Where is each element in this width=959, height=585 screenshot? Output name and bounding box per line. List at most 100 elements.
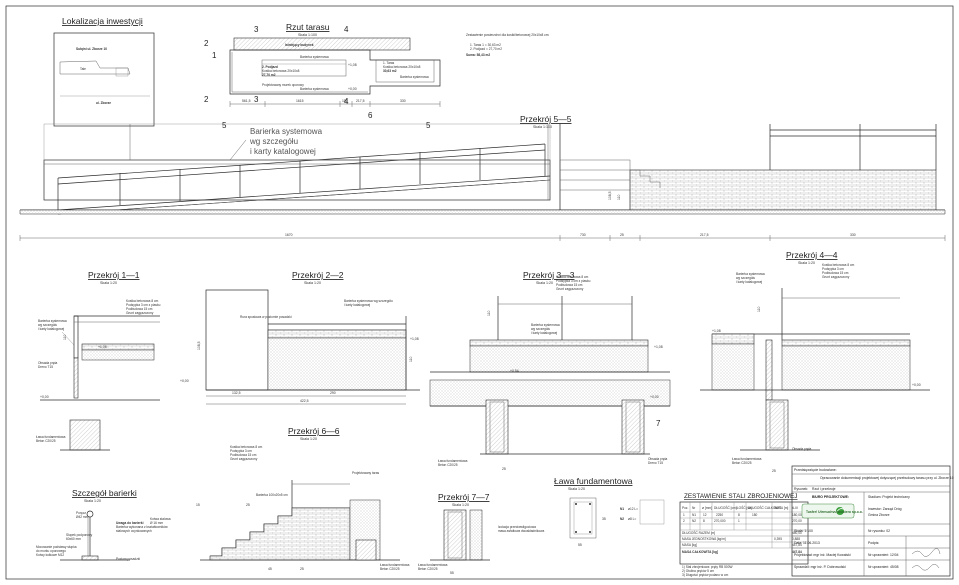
railing-detail-scale: Skala 1:20 (84, 499, 101, 503)
railing-detail-note-6: Słupek podporowy (66, 533, 93, 537)
section-7-7: Przekrój 7—7 Skala 1:20 Ława fundamentow… (418, 492, 544, 575)
section-22-title: Przekrój 2—2 (292, 270, 344, 280)
ramp-railing-posts (57, 143, 546, 210)
summary-sum: Suma: 58,43 m2 (466, 53, 490, 57)
railing-detail-note-3: Uwaga do barierki (116, 521, 144, 525)
section-5-5: Przekrój 5—5 Skala 1:100 Barierka system… (19, 114, 946, 241)
section-77-note-concrete: Beton C20/25 (418, 567, 438, 571)
tb-firm: Tusfer! Utrrnuchvuhoostero sp.o.o. (806, 510, 863, 514)
section-11-note-4: Obsada pręta (38, 361, 58, 365)
plan-mark-5-right: 5 (426, 121, 431, 130)
steel-note-1: 1) Stal zbrojeniowa: pręty RB 500W (682, 565, 733, 569)
plan-mark-3-bottom: 3 (254, 95, 259, 104)
plan-note-terrace-paving: Kostka betonowa 20x10x8 (383, 65, 421, 69)
railing-detail-note-13: Ø 16 mm (150, 521, 163, 525)
steel-col-st0s: St0S (774, 506, 781, 510)
plan-level-lower: +0,00 (348, 87, 357, 91)
steel-r1-poz: 1 (683, 513, 685, 517)
section-44-note-rod: Obsada pręta (792, 447, 812, 451)
section-55-height-2: 110 (617, 194, 621, 200)
tb-drawing-label: Rysunek: (794, 487, 808, 491)
section-22-dim-4: 108,5 (197, 341, 201, 350)
plan-note-railing-1: Barierka systemowa (300, 55, 329, 59)
section-66-note-footing: Ława fundamentowa (380, 563, 410, 567)
steel-sum-mass-value: 447,84 (792, 543, 802, 547)
footing-title: Ława fundamentowa (554, 476, 633, 486)
section-11-footing-concrete: Beton C20/25 (36, 439, 56, 443)
section-66-note-5: Barierka 100x20x5 cm (256, 493, 288, 497)
footing-dim-2: 35 (602, 517, 606, 521)
section-33-note-concrete: Beton C20/25 (438, 463, 458, 467)
section-55-dim-5: 330 (850, 233, 856, 237)
section-11-level-1: +1,08 (98, 345, 107, 349)
section-55-scale: Skala 1:100 (533, 125, 552, 129)
section-22-level-upper: +1,08 (410, 337, 419, 341)
tb-scale: Skala: 1:100 (794, 529, 813, 533)
steel-col-length: DŁUGOŚĆ [cm] (714, 505, 737, 510)
section-55-dim-1: 1670 (285, 233, 293, 237)
section-22-note-5: Rura spustowa w poziomie posadzki (240, 315, 292, 319)
steel-r2-poz: 2 (683, 519, 685, 523)
plan-note-railing-2: Barierka systemowa (400, 75, 429, 79)
tb-signature-label: Podpis: (868, 541, 879, 545)
plan-note-ramp-area: 27,70 m2 (262, 73, 276, 77)
footing-label-n1: N1 (620, 507, 624, 511)
section-66-dim-1: 15 (196, 503, 200, 507)
plan-dim-2: 1615 (296, 99, 304, 103)
tb-investor: Inwestor: Zarząd Dróg (868, 507, 902, 511)
tb-bureau: BIURO PROJEKTOWE: (812, 495, 849, 499)
tb-stage: Stadium: Projekt techniczny (868, 495, 910, 499)
section-33-mark-7: 7 (656, 419, 661, 428)
steel-col-diameter: ø [mm] (702, 506, 712, 510)
steel-sum-unit-aiii: 0,888 (792, 537, 800, 541)
railing-detail-note-9: do murku oporowego (36, 549, 66, 553)
steel-r2-dia: 8 (703, 519, 705, 523)
location-panel: Lokalizacja inwestycji Sułqini ul. Zborz… (53, 16, 155, 127)
plan-mark-2-bottom: 2 (204, 95, 209, 104)
section-44-note-5: Podsypka 3 cm (822, 267, 844, 271)
plan-mark-3-top: 3 (254, 25, 259, 34)
section-11-note-5: Dreno T15 (38, 365, 53, 369)
tb-subject-label: Przedsięwzięcie budowlane: (794, 468, 837, 472)
terrace-railing (769, 124, 937, 170)
section-22-note-3: Podbudowa 15 cm (126, 307, 153, 311)
section-22-dim-2: 290 (330, 391, 336, 395)
tb-description: Opracowanie dokumentacji projektowej dot… (820, 476, 954, 480)
section-11-scale: Skala 1:20 (100, 281, 117, 285)
section-44-note-6: Podbudowa 15 cm (822, 271, 849, 275)
plan-dim-1: 561,5 (242, 99, 251, 103)
steel-r1-total: 180 (752, 513, 758, 517)
section-22-dim-1: 132,5 (232, 391, 241, 395)
section-55-title: Przekrój 5—5 (520, 114, 572, 124)
footing-scale: Skala 1:20 (568, 487, 585, 491)
title-block: Przedsięwzięcie budowlane: Opracowanie d… (791, 465, 954, 577)
section-33-title: Przekrój 3—3 (523, 270, 575, 280)
sheet-frame (5, 5, 954, 580)
railing-detail-note-7: 60x60 mm (66, 537, 81, 541)
railing-detail-note-11: Poziom posadzki (116, 557, 140, 561)
railing-detail-note-4: Barierka wykonana z kształtowników (116, 525, 168, 529)
designer-signature (911, 548, 941, 557)
railing-detail: Szczegół barierki Skala 1:20 Poręcz Ø42 … (36, 488, 171, 561)
footing-rebar: Ława fundamentowa Skala 1:20 N1 ø12 L= N… (554, 476, 665, 547)
railing-detail-note-5: stalowych ocynkowanych (116, 529, 152, 533)
steel-r1-aiii: 180,00 (792, 513, 802, 517)
tb-date: Data: 11.06.2013 (794, 541, 820, 545)
steel-r1-dia: 12 (703, 513, 707, 517)
tb-investor-address: Gmina Zborze (868, 513, 890, 517)
section-33-note-footing: Ława fundamentowa (438, 459, 468, 463)
plan-title: Rzut tarasu (286, 22, 330, 32)
steel-col-count: ILOŚĆ [szt] (736, 505, 752, 510)
summary-line-2: 2. Podjazd = 27,70 m2 (470, 47, 502, 51)
plan-note-wall: Projektowany murek oporowy (262, 83, 304, 87)
plan-mark-6: 6 (368, 111, 373, 120)
section-77-note-isolation: Izolacja przeciwwilgociowa (498, 525, 536, 529)
section-66-dim-3: 45 (268, 567, 272, 571)
section-44-note-3: i karty katalogowej (736, 280, 763, 284)
section-66-note-4: Grunt zagęszczony (230, 457, 258, 461)
plan-note-ramp-paving: Kostka betonowa 20x10x8 (262, 69, 300, 73)
plan-note-ramp: 2. Podjazd (262, 65, 278, 69)
section-77-dim-1: 55 (450, 571, 454, 575)
section-3-3: Przekrój 3—3 Skala 1:20 Kostka betonowa … (429, 270, 671, 471)
